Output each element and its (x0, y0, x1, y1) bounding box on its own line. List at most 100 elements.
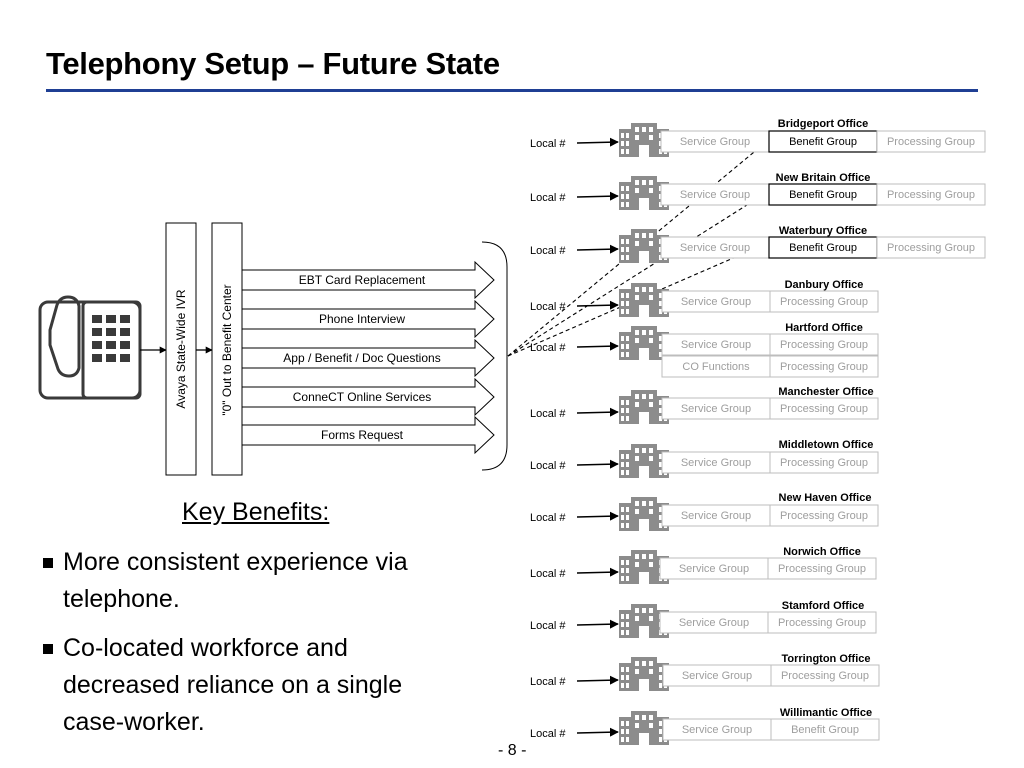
group-label: Processing Group (780, 361, 868, 373)
group-label: Service Group (680, 136, 750, 148)
local-arrow (576, 341, 619, 351)
group-box (767, 611, 877, 634)
service-label: Forms Request (321, 428, 404, 442)
group-label: CO Functions (682, 361, 750, 373)
group-label: Service Group (679, 617, 749, 629)
group-box (769, 333, 879, 356)
office-building-icon (619, 657, 669, 691)
office-building-icon (619, 390, 669, 424)
service-label: ConneCT Online Services (293, 390, 432, 404)
page-number: - 8 - (498, 742, 527, 759)
group-box (770, 718, 880, 741)
office-name: Middletown Office (779, 439, 874, 451)
group-label: Service Group (681, 339, 751, 351)
local-number-label: Local # (530, 620, 566, 632)
group-label: Benefit Group (789, 136, 857, 148)
key-benefit-item: More consistent experience via telephone… (40, 544, 470, 618)
office-name: Waterbury Office (779, 225, 867, 237)
avaya-ivr-box (165, 222, 197, 476)
group-label: Processing Group (780, 339, 868, 351)
group-label: Processing Group (780, 457, 868, 469)
service-arrow: Forms Request (241, 415, 495, 455)
group-label: Service Group (681, 457, 751, 469)
local-number-label: Local # (530, 728, 566, 740)
local-arrow (576, 727, 619, 737)
local-arrow (576, 619, 619, 629)
local-arrow (576, 137, 619, 147)
local-arrow (576, 244, 619, 254)
key-benefit-item: Co-located workforce and decreased relia… (40, 630, 470, 741)
group-label: Service Group (681, 510, 751, 522)
group-label: Service Group (682, 670, 752, 682)
group-label: Processing Group (780, 510, 868, 522)
zero-out-box (211, 222, 243, 476)
group-label: Service Group (681, 403, 751, 415)
slide-title: Telephony Setup – Future State (46, 46, 500, 81)
services-bracket (481, 241, 508, 471)
group-label: Service Group (679, 563, 749, 575)
office-building-icon (619, 176, 669, 210)
key-benefits-list: More consistent experience via telephone… (40, 544, 470, 753)
local-number-label: Local # (530, 568, 566, 580)
group-box (769, 504, 879, 527)
office-name: Stamford Office (782, 600, 865, 612)
group-label: Service Group (680, 242, 750, 254)
group-label: Benefit Group (789, 189, 857, 201)
office-building-icon (619, 326, 669, 360)
group-label: Processing Group (780, 296, 868, 308)
group-label: Processing Group (781, 670, 869, 682)
group-label: Processing Group (887, 242, 975, 254)
office-name: Manchester Office (778, 386, 873, 398)
group-box (769, 290, 879, 313)
local-number-label: Local # (530, 342, 566, 354)
office-building-icon (619, 604, 669, 638)
local-arrow (576, 191, 619, 201)
group-box (767, 557, 877, 580)
group-label: Processing Group (778, 617, 866, 629)
office-name: Norwich Office (783, 546, 861, 558)
office-building-icon (619, 711, 669, 745)
local-arrow (576, 407, 619, 417)
local-number-label: Local # (530, 138, 566, 150)
office-name: New Haven Office (779, 492, 872, 504)
group-box (769, 451, 879, 474)
local-number-label: Local # (530, 512, 566, 524)
group-label: Benefit Group (789, 242, 857, 254)
group-box (770, 664, 880, 687)
group-box (876, 236, 986, 259)
local-number-label: Local # (530, 408, 566, 420)
local-arrow (576, 459, 619, 469)
office-name: Torrington Office (781, 653, 870, 665)
service-arrow: Phone Interview (241, 299, 495, 339)
group-label: Processing Group (887, 189, 975, 201)
service-arrow: EBT Card Replacement (241, 260, 495, 300)
benefit-group-connector (507, 132, 778, 357)
group-label: Service Group (682, 724, 752, 736)
group-label: Benefit Group (791, 724, 859, 736)
zero-out-label: "0" Out to Benefit Center (220, 284, 234, 415)
local-arrow (576, 511, 619, 521)
avaya-ivr-label: Avaya State-Wide IVR (174, 289, 188, 408)
key-benefits-title: Key Benefits: (182, 498, 330, 526)
local-arrow (576, 675, 619, 685)
group-box (769, 355, 879, 378)
group-label: Processing Group (778, 563, 866, 575)
group-label: Service Group (680, 189, 750, 201)
service-arrow: ConneCT Online Services (241, 377, 495, 417)
group-label: Processing Group (780, 403, 868, 415)
group-label: Service Group (681, 296, 751, 308)
service-label: EBT Card Replacement (299, 273, 426, 287)
service-label: App / Benefit / Doc Questions (283, 351, 440, 365)
office-name: New Britain Office (776, 172, 871, 184)
office-name: Bridgeport Office (778, 118, 868, 130)
service-arrow: App / Benefit / Doc Questions (241, 338, 495, 378)
